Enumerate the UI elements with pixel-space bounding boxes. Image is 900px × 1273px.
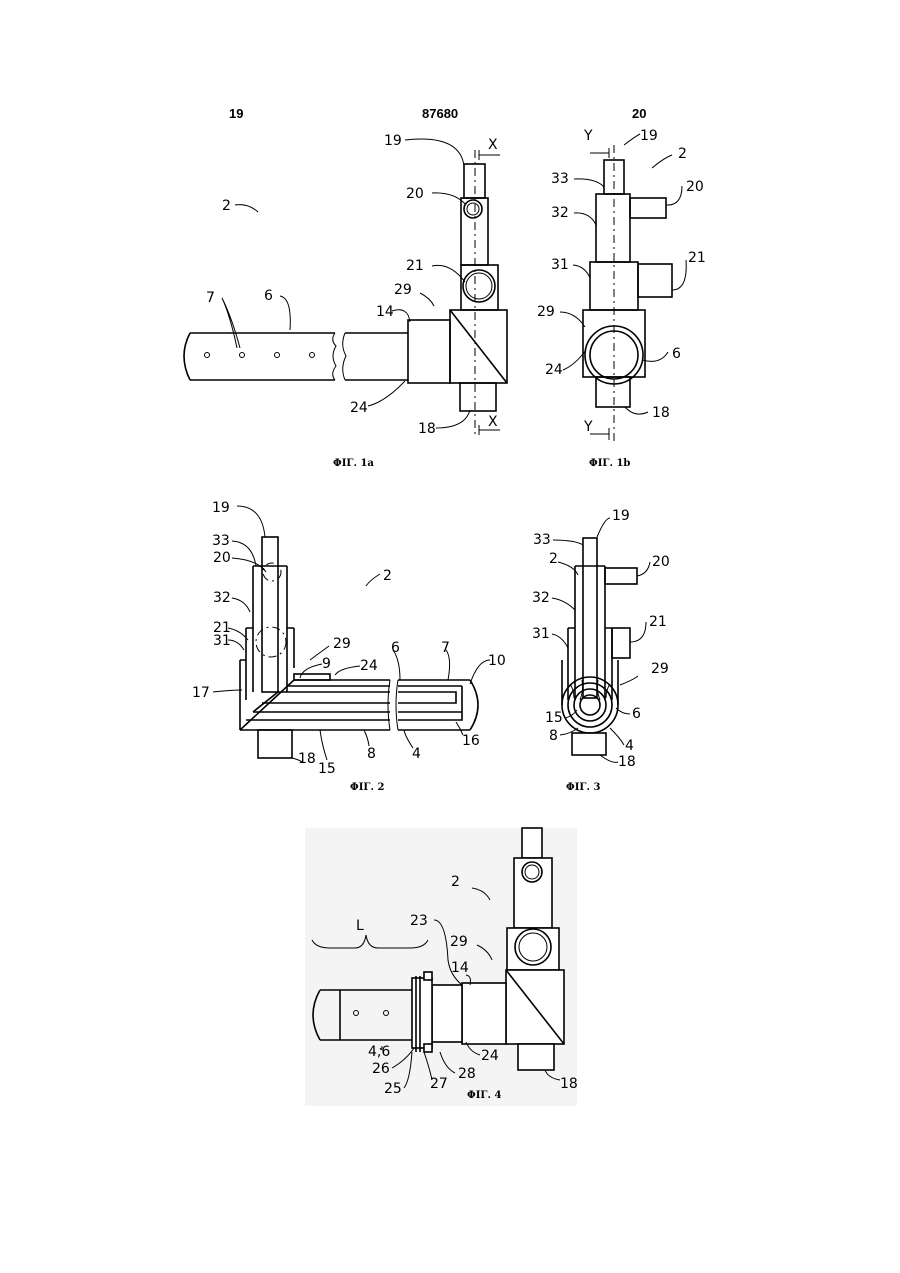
ref-23: 23 [410, 913, 428, 929]
ref-14: 14 [451, 960, 469, 976]
caption-fig-1a: ΦΙΓ. 1a [333, 458, 374, 469]
ref-20: 20 [213, 550, 231, 566]
ref-9: 9 [322, 656, 331, 672]
section-y-bottom: Y [583, 419, 593, 435]
ref-24: 24 [481, 1048, 499, 1064]
ref-24: 24 [545, 362, 563, 378]
ref-19: 19 [640, 128, 658, 144]
ref-29: 29 [537, 304, 555, 320]
ref-26: 26 [372, 1061, 390, 1077]
ref-6: 6 [632, 706, 641, 722]
ref-32: 32 [532, 590, 550, 606]
ref-15: 15 [545, 710, 563, 726]
ref-27: 27 [430, 1076, 448, 1092]
ref-21: 21 [406, 258, 424, 274]
ref-21: 21 [649, 614, 667, 630]
caption-fig-1b: ΦΙΓ. 1b [589, 458, 630, 469]
ref-24: 24 [360, 658, 378, 674]
ref-18: 18 [560, 1076, 578, 1092]
ref-31: 31 [551, 257, 569, 273]
ref-33: 33 [212, 533, 230, 549]
ref-15: 15 [318, 761, 336, 777]
ref-18: 18 [418, 421, 436, 437]
ref-19: 19 [212, 500, 230, 516]
ref-20: 20 [686, 179, 704, 195]
ref-31: 31 [213, 633, 231, 649]
ref-4-6: 4,6 [368, 1044, 390, 1060]
ref-31: 31 [532, 626, 550, 642]
ref-28: 28 [458, 1066, 476, 1082]
ref-6: 6 [264, 288, 273, 304]
ref-29: 29 [651, 661, 669, 677]
ref-25: 25 [384, 1081, 402, 1097]
ref-24: 24 [350, 400, 368, 416]
ref-33: 33 [551, 171, 569, 187]
ref-8: 8 [549, 728, 558, 744]
ref-18: 18 [618, 754, 636, 770]
caption-fig-3: ΦΙΓ. 3 [566, 782, 600, 793]
figure-4: 2 L 23 29 14 4,6 26 24 28 25 27 18 [305, 828, 578, 1106]
ref-4: 4 [625, 738, 634, 754]
label-length-l: L [356, 918, 364, 934]
ref-2: 2 [451, 874, 460, 890]
ref-33: 33 [533, 532, 551, 548]
ref-2: 2 [383, 568, 392, 584]
figure-3: 33 19 2 20 32 21 31 29 15 6 8 4 18 [532, 508, 670, 770]
section-x-bottom: X [488, 414, 498, 430]
section-y-top: Y [583, 128, 593, 144]
ref-6: 6 [391, 640, 400, 656]
ref-29: 29 [333, 636, 351, 652]
caption-fig-4: ΦΙΓ. 4 [467, 1090, 501, 1101]
ref-10: 10 [488, 653, 506, 669]
figure-1a: 2 7 6 14 29 24 19 20 21 18 X X [184, 133, 507, 437]
ref-6: 6 [672, 346, 681, 362]
ref-19: 19 [384, 133, 402, 149]
ref-20: 20 [406, 186, 424, 202]
ref-14: 14 [376, 304, 394, 320]
ref-21: 21 [688, 250, 706, 266]
ref-18: 18 [298, 751, 316, 767]
ref-32: 32 [551, 205, 569, 221]
ref-2: 2 [549, 551, 558, 567]
figure-1b: 2 19 33 32 20 31 21 29 24 6 18 Y Y [537, 128, 706, 445]
ref-16: 16 [462, 733, 480, 749]
figure-2: 19 33 20 32 21 31 2 29 9 24 6 7 10 17 15… [192, 500, 506, 777]
section-x-top: X [488, 137, 498, 153]
ref-7: 7 [441, 640, 450, 656]
ref-18: 18 [652, 405, 670, 421]
ref-32: 32 [213, 590, 231, 606]
ref-2: 2 [678, 146, 687, 162]
ref-19: 19 [612, 508, 630, 524]
ref-4: 4 [412, 746, 421, 762]
caption-fig-2: ΦΙΓ. 2 [350, 782, 384, 793]
ref-20: 20 [652, 554, 670, 570]
ref-8: 8 [367, 746, 376, 762]
ref-29: 29 [394, 282, 412, 298]
ref-2: 2 [222, 198, 231, 214]
ref-17: 17 [192, 685, 210, 701]
ref-29: 29 [450, 934, 468, 950]
ref-7: 7 [206, 290, 215, 306]
